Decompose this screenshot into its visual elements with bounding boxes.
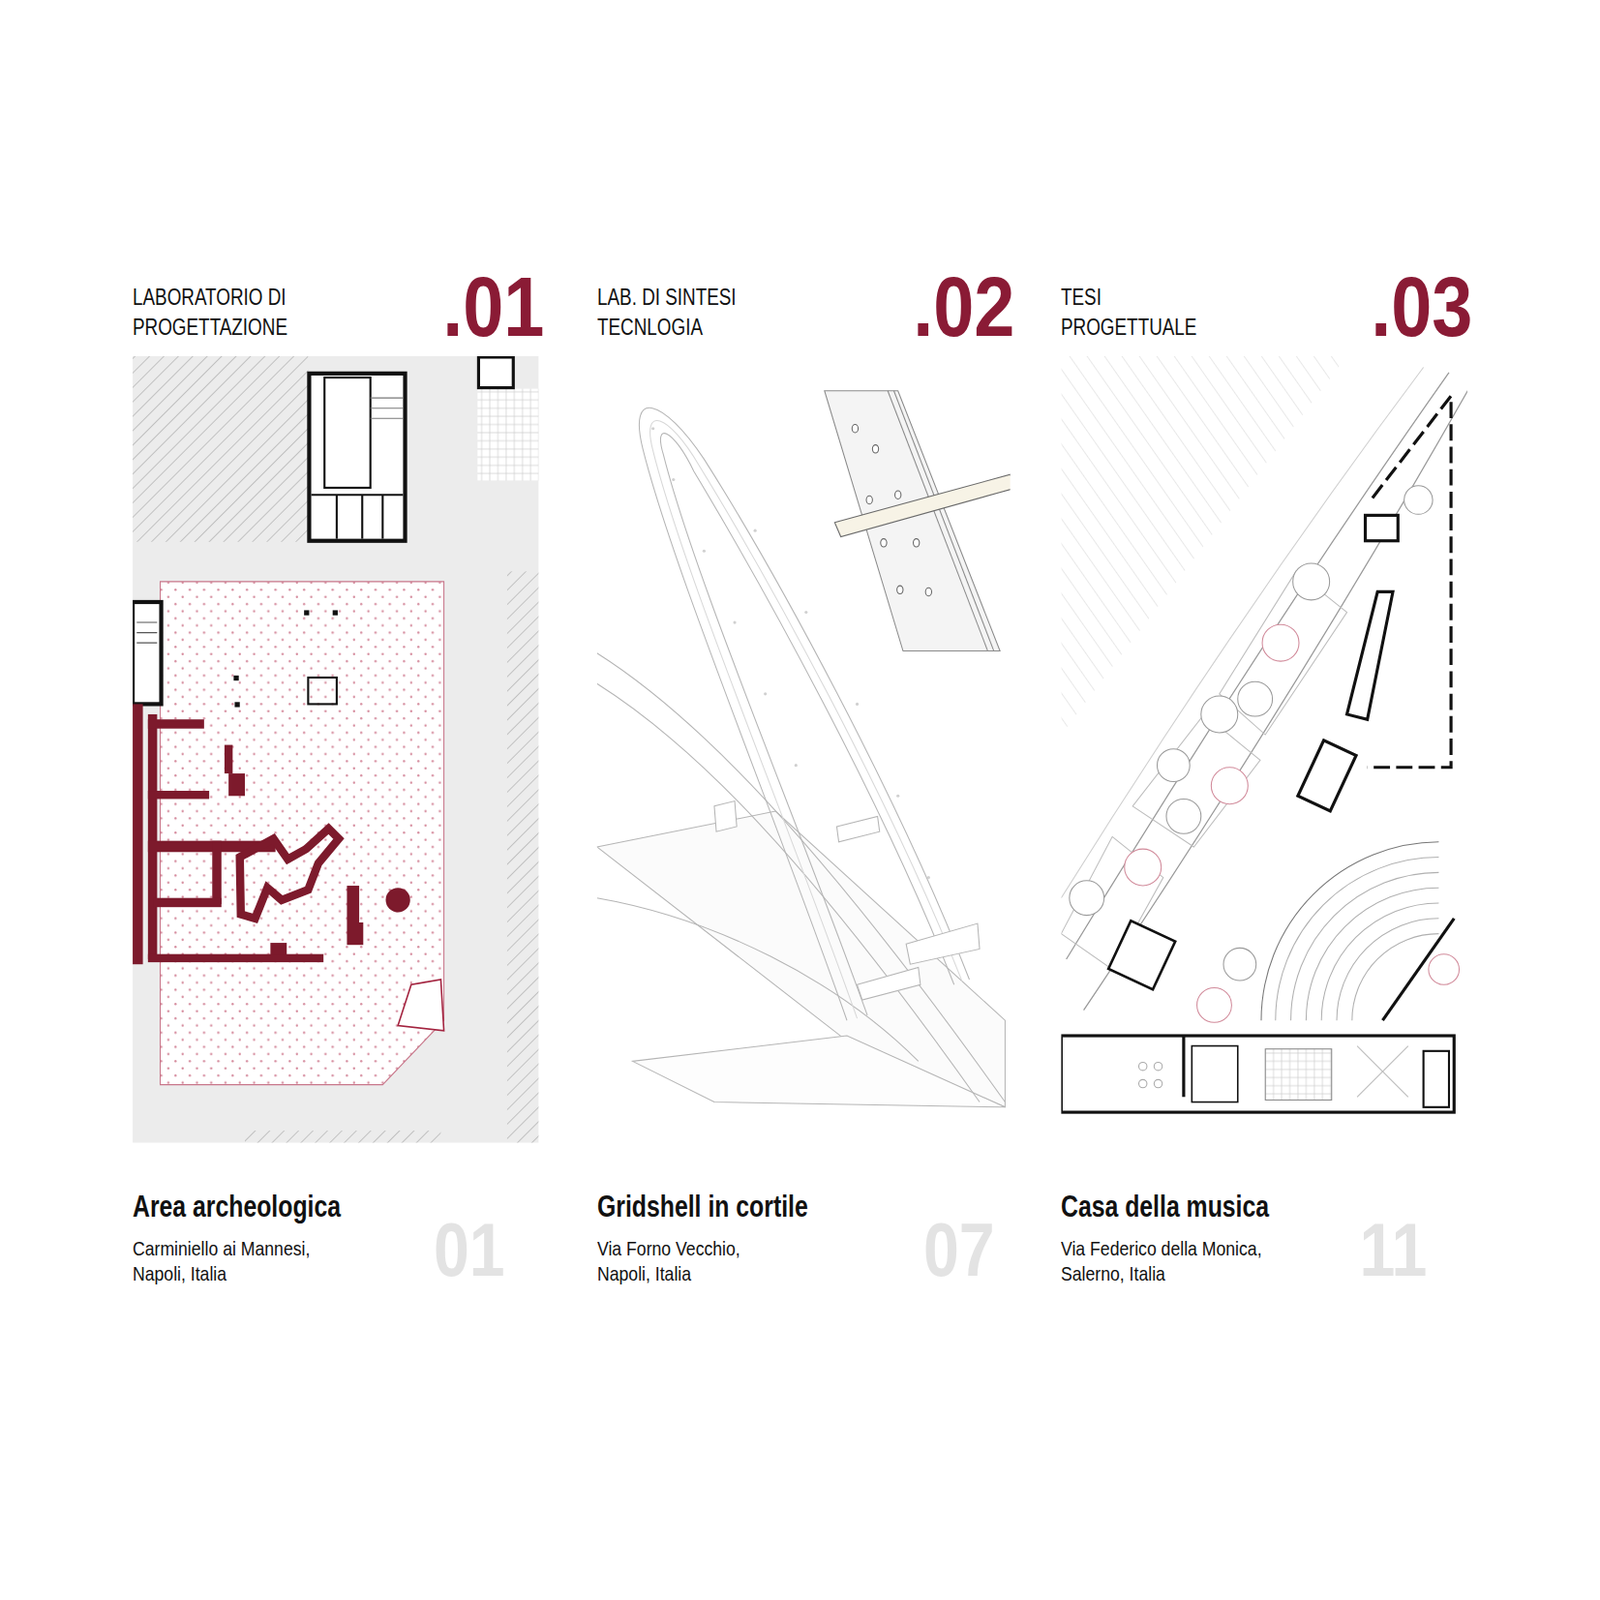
project-title: Area archeologica	[132, 1191, 341, 1222]
project-address: Via Federico della Monica, Salerno, Ital…	[1060, 1236, 1313, 1287]
project-number: .01	[442, 264, 544, 350]
project-number: .02	[912, 264, 1015, 350]
music-house-plan	[1060, 356, 1468, 1144]
page-number: 07	[923, 1212, 996, 1288]
project-address: Carminiello ai Mannesi, Napoli, Italia	[132, 1236, 361, 1287]
course-heading: LAB. DI SINTESI TECNLOGIA	[597, 282, 781, 343]
gridshell-drawing	[597, 391, 1011, 1108]
project-address: Via Forno Vecchio, Napoli, Italia	[597, 1236, 793, 1287]
project-title: Gridshell in cortile	[597, 1191, 809, 1222]
project-number: .03	[1370, 264, 1473, 350]
project-title: Casa della musica	[1060, 1191, 1269, 1222]
course-heading: LABORATORIO DI PROGETTAZIONE	[132, 282, 316, 343]
course-heading: TESI PROGETTUALE	[1060, 282, 1205, 343]
archaeology-plan	[132, 356, 540, 1144]
page-number: 11	[1358, 1212, 1427, 1288]
page-number: 01	[433, 1212, 506, 1288]
